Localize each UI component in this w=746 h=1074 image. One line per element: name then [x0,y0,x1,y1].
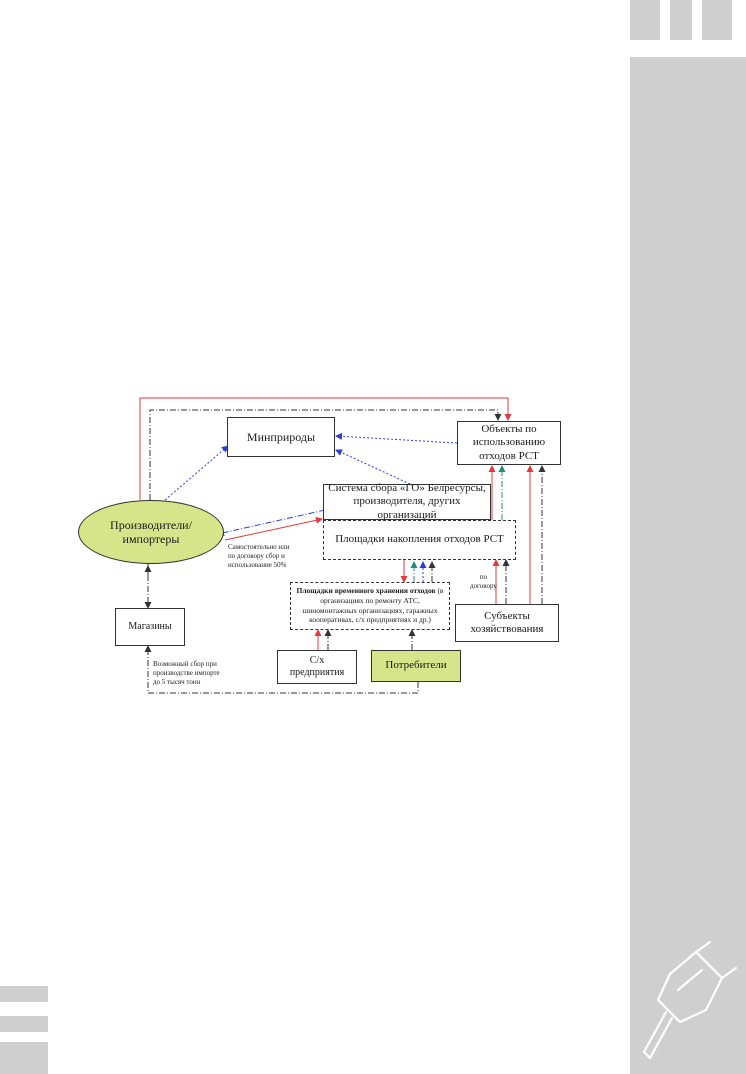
edge-bar-1 [0,986,48,1002]
arrow-producers-minprirody [164,445,229,501]
node-storage-detail: (в организациях по ремонту АТС, шиномонт… [302,586,444,625]
node-producers-line1: Производители/ [110,517,192,532]
node-minprirody: Минприроды [227,417,335,457]
arrow-producers-system-red [224,516,323,541]
node-shops-label: Магазины [128,621,172,632]
edge-bar-3 [0,1042,48,1074]
arrow-objects-minprirody [335,432,458,444]
node-producers-line2: импортеры [122,532,180,546]
node-shops: Магазины [115,608,185,646]
node-subjects-line1: Субъекты [484,609,530,622]
plug-icon [642,940,738,1060]
node-system: Система сбора «ГО» Белресурсы, производи… [323,482,491,521]
node-objects-line3: отходов РСТ [479,449,539,462]
label-self-or-contract-line2: по договору сбор и [228,551,285,560]
node-agri-line2: предприятия [289,667,345,678]
node-consumers-label: Потребители [385,659,447,672]
sidebar-decoration [630,0,746,1074]
label-self-or-contract-line1: Самостоятельно или [228,543,290,551]
node-system-line1: Система сбора «ГО» Белресурсы, [328,482,486,495]
node-system-line2: производителя, других организаций [353,495,461,521]
arrow-system-minprirody [335,449,411,485]
node-consumers: Потребители [371,650,461,682]
node-agri-line1: С/х [309,655,325,666]
label-self-or-contract: Самостоятельно или по договору сбор и ис… [228,543,289,569]
label-possible-collection-line2: производстве импорте [153,668,220,677]
node-accumulation-label: Площадки накопления отходов РСТ [335,533,504,546]
node-storage-title: Площадки временного хранения отходов [296,586,436,595]
label-self-or-contract-line3: использование 50% [228,560,287,569]
node-objects-line2: использованию [472,436,546,449]
arrow-consumers-shops [144,645,419,694]
arrow-system-producers-blue [217,509,326,537]
node-agri: С/х предприятия [277,650,357,684]
node-subjects-line2: хозяйствования [470,623,544,635]
label-possible-collection-line3: до 5 тысяч тонн [153,677,201,686]
node-objects-line1: Объекты по [481,423,537,436]
sidebar-tab-3 [702,0,732,40]
node-storage: Площадки временного хранения отходов (в … [290,582,450,630]
sidebar-strip [630,57,746,1074]
arrow-producers-objects-dashdot [149,409,502,500]
label-possible-collection-line1: Возможный сбор при [153,660,217,668]
label-by-contract: по договору [470,573,497,591]
node-producers: Производители/ импортеры [78,500,224,564]
label-by-contract-line1: по [479,573,488,581]
label-possible-collection: Возможный сбор при производстве импорте … [153,660,220,686]
label-by-contract-line2: договору [470,581,497,590]
node-subjects: Субъекты хозяйствования [455,604,559,642]
sidebar-tab-1 [630,0,660,40]
sidebar-tab-2 [670,0,692,40]
node-objects: Объекты по использованию отходов РСТ [457,421,561,465]
node-minprirody-label: Минприроды [246,429,316,444]
edge-bar-2 [0,1016,48,1032]
node-accumulation: Площадки накопления отходов РСТ [323,520,516,560]
arrow-producers-objects-red [139,397,512,500]
